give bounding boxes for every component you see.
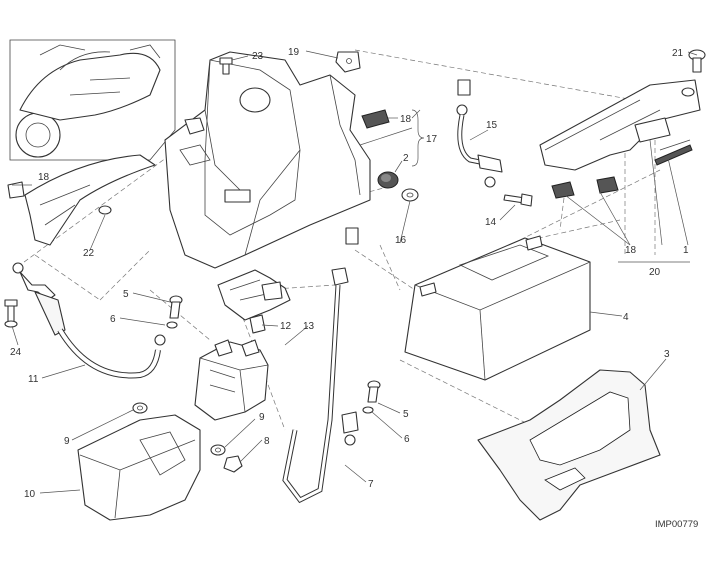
- callout-numbers: 18 22 24 11 5 6 23 19 18 17 2 16 15 14 2…: [10, 47, 698, 530]
- motorcycle-thumbnail: [9, 39, 176, 161]
- callout-15: 15: [486, 120, 498, 131]
- part-clip-12: [249, 314, 266, 334]
- callout-18-center: 18: [400, 114, 412, 125]
- part-cable-15: [456, 79, 503, 188]
- part-cable-11: [12, 262, 166, 379]
- callout-18-left: 18: [38, 172, 50, 183]
- part-washer-9-left: [132, 402, 148, 414]
- callout-24: 24: [10, 347, 22, 358]
- callout-8: 8: [264, 436, 270, 447]
- callout-14: 14: [485, 217, 497, 228]
- callout-1: 1: [683, 245, 689, 256]
- part-relay: [194, 339, 269, 421]
- callout-18-right: 18: [625, 245, 637, 256]
- part-screw-24: [4, 299, 18, 328]
- part-strap-3: [477, 369, 661, 521]
- callout-5-upper: 5: [123, 289, 129, 300]
- part-washer-16: [401, 188, 419, 202]
- part-washer-9-right: [210, 444, 226, 456]
- part-grommet-2: [377, 171, 399, 189]
- part-clip-19: [335, 51, 361, 73]
- callout-19: 19: [288, 47, 300, 58]
- callout-11: 11: [28, 374, 39, 385]
- callout-23: 23: [252, 51, 264, 62]
- callout-13: 13: [303, 321, 315, 332]
- callout-9-left: 9: [64, 436, 70, 447]
- callout-4: 4: [623, 312, 629, 323]
- callout-20: 20: [649, 267, 661, 278]
- part-screw-14: [503, 193, 533, 207]
- callout-21: 21: [672, 48, 684, 59]
- callout-6-upper: 6: [110, 314, 116, 325]
- diagram-code: IMP00779: [655, 519, 698, 530]
- callout-leaders: [11, 50, 698, 494]
- part-screw-5-upper: [166, 295, 183, 329]
- callout-10: 10: [24, 489, 36, 500]
- callout-2: 2: [403, 153, 409, 164]
- callout-3: 3: [664, 349, 670, 360]
- callout-22: 22: [83, 248, 95, 259]
- callout-6-lower: 6: [404, 434, 410, 445]
- part-cable-7: [282, 227, 359, 504]
- part-cover-20: [539, 79, 701, 171]
- callout-12: 12: [280, 321, 292, 332]
- callout-5-lower: 5: [403, 409, 409, 420]
- part-nut-8: [223, 455, 243, 473]
- part-pad-18-right: [551, 176, 619, 199]
- part-holder-13: [217, 269, 291, 321]
- part-battery-4: [404, 235, 591, 381]
- callout-9-right: 9: [259, 412, 265, 423]
- part-cover-10: [77, 414, 201, 521]
- part-battery-tray: [164, 51, 371, 269]
- part-screw-23: [219, 57, 233, 75]
- callout-7: 7: [368, 479, 374, 490]
- callout-17: 17: [426, 134, 438, 145]
- callout-bracket-17: [411, 109, 425, 167]
- part-pad-18-center: [361, 109, 390, 129]
- part-screw-5-lower: [362, 380, 381, 414]
- part-bracket-22: [7, 154, 156, 246]
- callout-16: 16: [395, 235, 407, 246]
